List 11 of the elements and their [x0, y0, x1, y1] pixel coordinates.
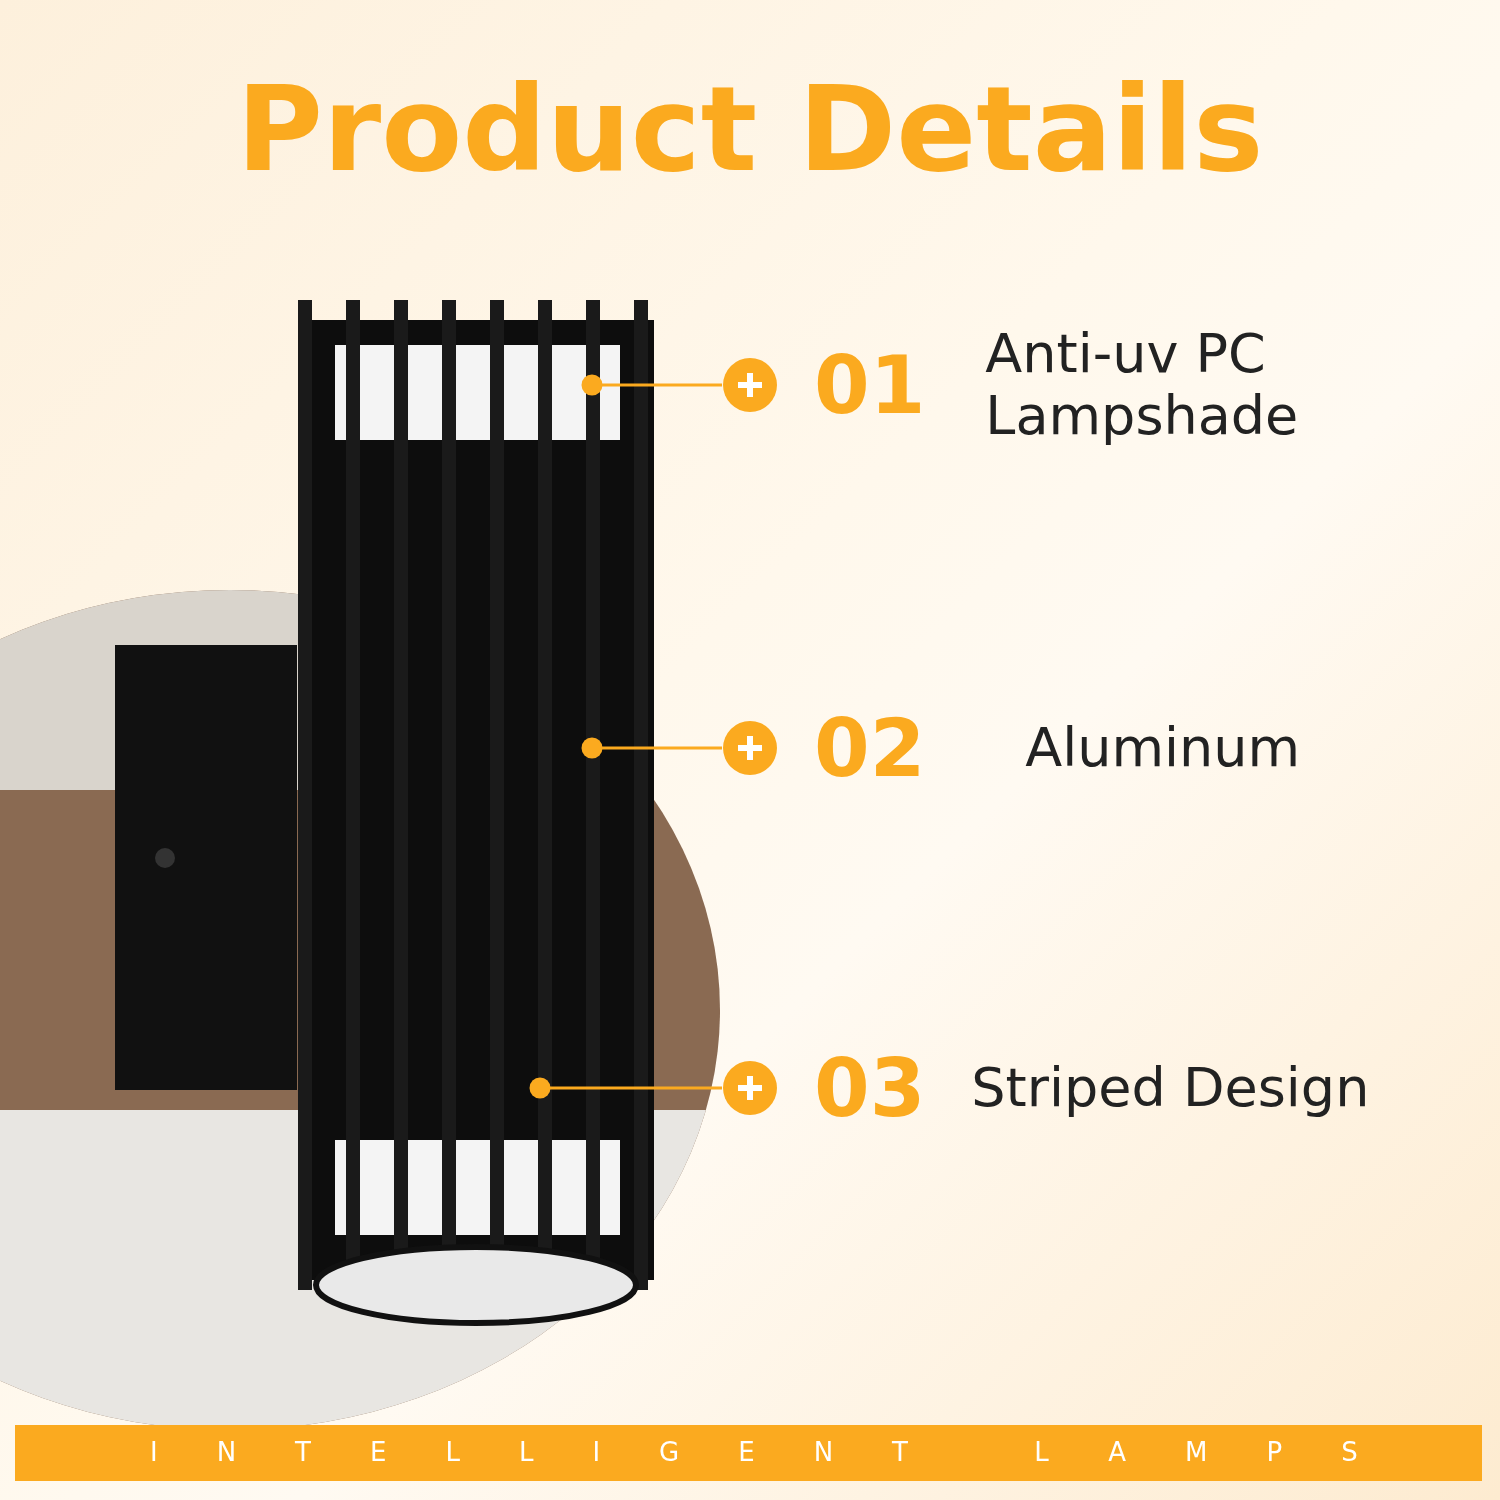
- feature-label: Striped Design: [971, 1057, 1371, 1119]
- leader-line: [581, 374, 722, 396]
- leader-line: [581, 737, 722, 759]
- callout-number: 02: [814, 701, 926, 795]
- feature-label: Anti-uv PC Lampshade: [985, 323, 1300, 447]
- leader-line: [529, 1077, 722, 1099]
- feature-label: Aluminum: [1025, 717, 1302, 779]
- callout-number: 01: [814, 338, 926, 432]
- callout-number: 03: [814, 1041, 926, 1135]
- title: Product Details: [235, 60, 1265, 198]
- banner-text: INTELLIGENT LAMPS: [150, 1437, 1417, 1467]
